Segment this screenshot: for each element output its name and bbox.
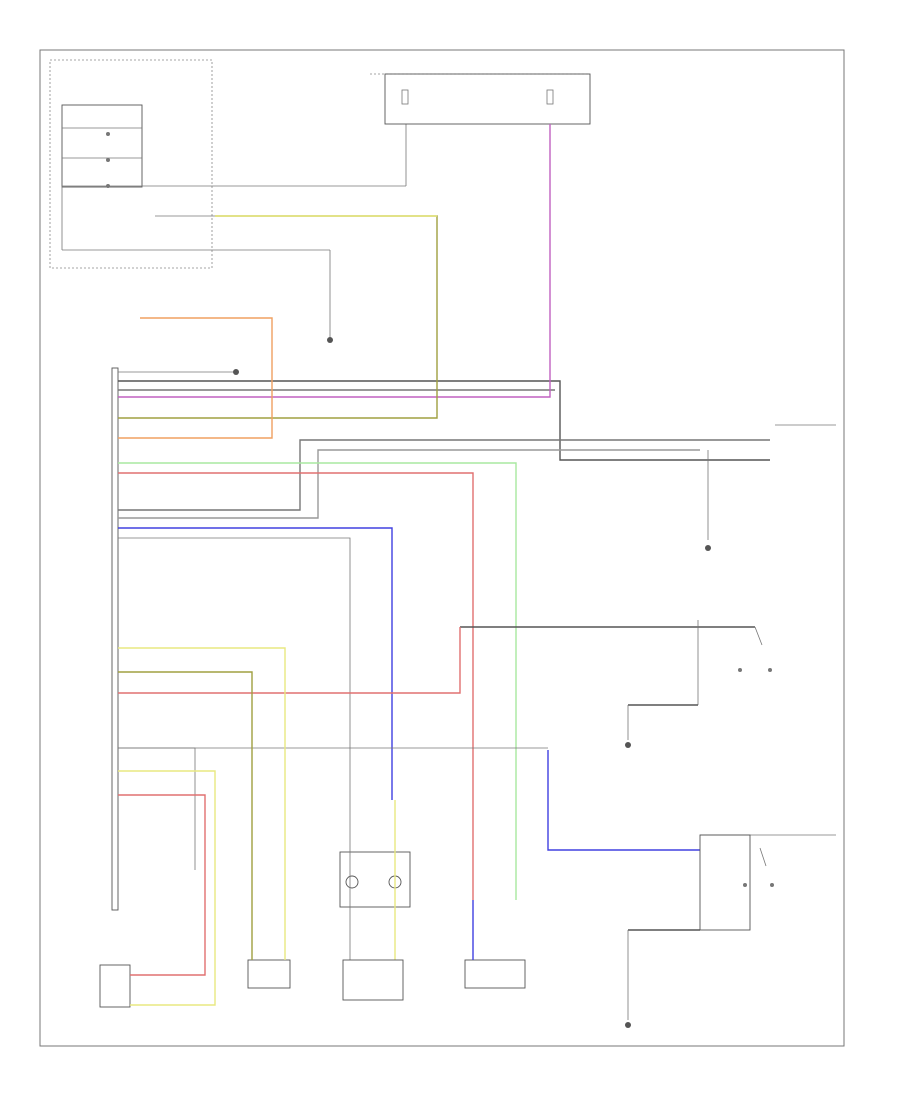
orange-wire: [118, 317, 273, 439]
airbag-control-unit: [111, 367, 119, 911]
occupant-sensor: [99, 964, 131, 1008]
green-wire: [118, 462, 517, 900]
combination-meter: [49, 59, 215, 269]
right-sensor-ground: [705, 424, 836, 551]
side-sensor: [339, 851, 411, 908]
fuse-box: [370, 73, 591, 125]
diagram-frame: [39, 49, 845, 1047]
olive-wire: [118, 215, 438, 419]
passenger-airbag-connector: [342, 959, 404, 1001]
ground-symbol: [327, 250, 333, 343]
right-seat-belt-switch: [625, 834, 836, 1028]
left-seat-belt-switch: [460, 620, 772, 748]
driver-pretensioner: [247, 959, 291, 989]
passenger-airbag: [464, 959, 526, 989]
violet-wire: [118, 124, 551, 398]
red-wire: [118, 472, 474, 900]
blue-wire: [118, 527, 393, 800]
